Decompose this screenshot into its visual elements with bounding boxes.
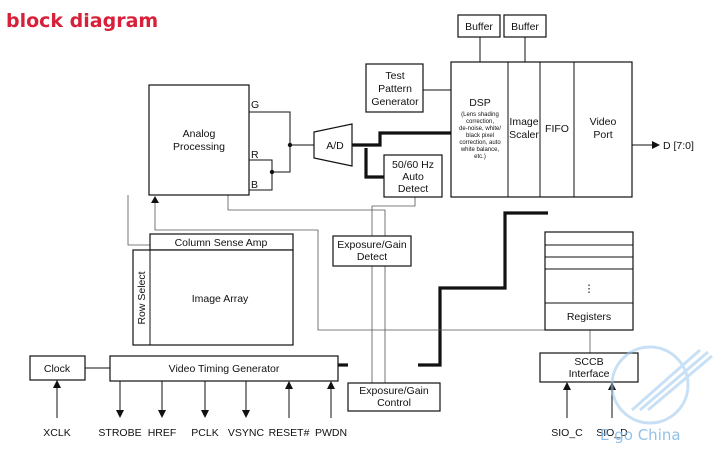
buffer-label-1: Buffer [465,21,493,33]
dsp-note-7: etc.) [474,154,486,160]
analog-csa-line [127,195,150,246]
image-scaler-label-1: Image [509,116,538,128]
signal-vsync: VSYNC [228,427,265,439]
data-out-arrow [652,141,660,149]
image-scaler-label-2: Scaler [509,129,539,141]
test-pattern-block [365,63,424,113]
adc-block [313,123,353,167]
column-sense-amp-label: Column Sense Amp [175,237,268,249]
reset-arrow [285,381,293,389]
image-array-label: Image Array [192,293,249,305]
g-line [249,111,291,145]
analog-processing-label-1: Analog [183,128,216,140]
exposure-detect-block [332,235,412,267]
clock-block [29,355,86,381]
strobe-arrow [116,410,124,418]
flicker-detect-label-1: 50/60 Hz [392,159,434,171]
video-port-label-1: Video [590,116,617,128]
adc-to-dsp-bus [352,131,451,147]
video-port-label-2: Port [593,129,612,141]
pwdn-arrow [327,381,335,389]
sccb-label-1: SCCB [574,356,603,368]
sccb-label-2: Interface [569,368,610,380]
exposure-control-label-2: Control [377,397,411,409]
flicker-detect-label-3: Detect [398,183,428,195]
column-feedback-line [154,203,545,331]
video-timing-block [109,355,339,382]
exposure-control-block [347,382,441,412]
r-line [249,159,273,172]
signal-href: HREF [148,427,177,439]
buffer-label-2: Buffer [511,21,539,33]
signal-reset: RESET# [269,427,310,439]
watermark-logo-icon [610,345,713,425]
dsp-note-3: de-noise, white/ [459,126,501,132]
signal-pwdn: PWDN [315,427,347,439]
dsp-note-1: (Lens shading [461,112,499,118]
diagram-title: block diagram [6,10,158,32]
signal-sioc: SIO_C [551,427,583,439]
rgb-merge-line [272,144,314,173]
data-out-label: D [7:0] [663,140,694,152]
adc-label: A/D [326,140,344,152]
dsp-pipeline-block [450,61,633,198]
test-pattern-label-3: Generator [371,96,419,108]
registers-block [544,231,634,331]
adc-to-flicker-bus [364,148,384,179]
sioc-arrow [563,382,571,390]
signal-xclk: XCLK [43,427,70,439]
href-arrow [158,410,166,418]
dsp-note-4: black pixel [466,133,494,139]
test-pattern-label-2: Pattern [378,83,412,95]
signal-siod: SIO_D [596,427,628,439]
row-select-label: Row Select [136,271,148,324]
dsp-note-6: white balance, [460,147,500,153]
channel-r-label: R [251,149,259,161]
junction-rb [269,169,275,175]
buffer-block-2 [503,14,547,38]
signal-strobe: STROBE [98,427,141,439]
signal-pclk: PCLK [191,427,218,439]
clock-label: Clock [44,363,71,375]
channel-g-label: G [251,99,259,111]
analog-processing-block [148,84,250,196]
channel-b-label: B [251,179,258,191]
video-timing-label: Video Timing Generator [169,363,280,375]
flicker-detect-block [383,154,443,198]
watermark-text: E go China [600,426,681,444]
exposure-detect-label-2: Detect [357,251,387,263]
vsync-arrow [242,410,250,418]
analog-feedback-arrow [151,196,159,203]
junction-g [287,142,293,148]
b-line [249,172,273,191]
buffer-block-1 [457,14,501,38]
registers-label: Registers [567,311,611,323]
image-array-block [132,249,294,346]
dsp-note-2: correction, [466,119,494,125]
registers-dots: ⋮ [584,283,595,295]
analog-control-line [227,195,386,383]
dsp-label: DSP [469,97,491,109]
fifo-label: FIFO [545,123,569,135]
analog-processing-label-2: Processing [173,141,225,153]
pclk-arrow [201,410,209,418]
exposure-control-label-1: Exposure/Gain [359,385,429,397]
exposure-detect-label-1: Exposure/Gain [337,239,407,251]
flicker-detect-label-2: Auto [402,171,424,183]
test-pattern-label-1: Test [385,70,404,82]
dsp-note-5: correction, auto [459,140,501,146]
register-control-bus [418,211,548,367]
xclk-arrow [53,380,61,388]
flicker-to-exp-detect-line [371,197,416,236]
